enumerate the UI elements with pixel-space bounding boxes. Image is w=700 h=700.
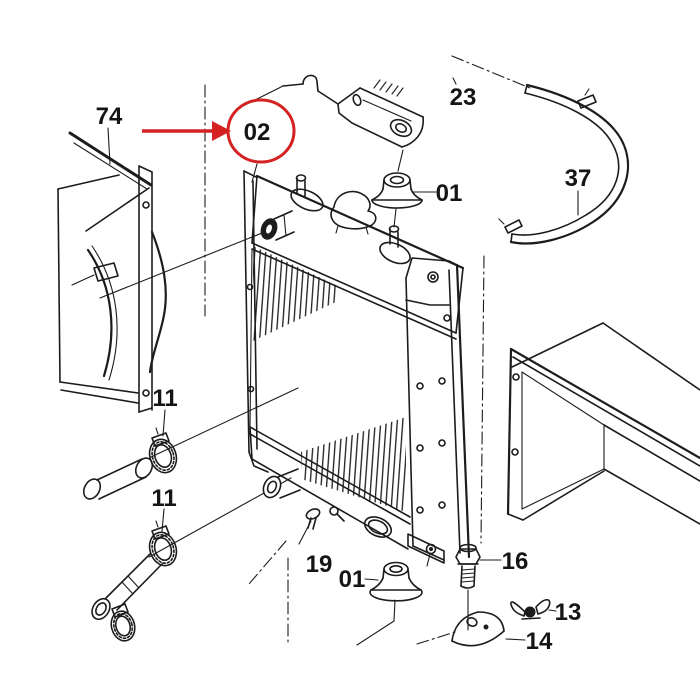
part-label-14: 14 [526, 628, 553, 655]
part-label-37: 37 [565, 165, 592, 192]
part-labels: 74 02 23 01 37 11 11 19 01 16 13 14 [96, 84, 592, 655]
outlet-pipe [262, 468, 301, 499]
part-label-74: 74 [96, 103, 123, 130]
part-label-13: 13 [555, 599, 582, 626]
drain-cock [305, 506, 345, 530]
overflow-hose-part-37 [498, 83, 629, 245]
part-label-23: 23 [450, 84, 477, 111]
part-label-01-top: 01 [436, 180, 463, 207]
cut-edge-hatching [373, 79, 404, 97]
part-label-11-upper: 11 [152, 385, 177, 412]
highlight-arrow-head [212, 121, 231, 141]
highlight-ellipse [226, 98, 296, 164]
thread-hatching [460, 568, 476, 583]
core-fins [253, 246, 338, 341]
part-label-01-bottom: 01 [339, 566, 366, 593]
upper-bracket-part-23 [242, 74, 424, 172]
side-panel [506, 322, 700, 525]
mount-boss [290, 188, 324, 212]
fan-shroud-part-74 [57, 131, 167, 413]
mount-grommet-part-01-top [371, 172, 423, 228]
part-label-19: 19 [306, 551, 333, 578]
hose-clamp [148, 427, 178, 474]
hoses-and-clamps-part-11 [82, 427, 178, 642]
tank-oval-hole [363, 516, 393, 538]
shroud-clip-tab [93, 262, 119, 282]
shroud-bolt-hole [142, 389, 150, 397]
hose-clamp [110, 603, 136, 642]
part-label-02: 02 [244, 119, 271, 146]
side-frame-channel [405, 257, 471, 561]
bolt-part-16 [455, 543, 481, 631]
shroud-bolt-hole [142, 201, 150, 209]
highlight-callout [142, 98, 296, 164]
part-label-11-lower: 11 [151, 485, 176, 512]
filler-cap [330, 190, 377, 230]
hose-clamp [148, 520, 178, 567]
mount-grommet-part-01-bottom [369, 561, 423, 602]
bracket-part-14 [451, 611, 505, 647]
leader-lines [107, 77, 579, 641]
inlet-pipe [260, 210, 295, 241]
hose-clip [504, 219, 523, 234]
wing-nut-part-13 [510, 598, 551, 620]
part-label-16: 16 [502, 548, 529, 575]
radiator-part-02 [243, 170, 471, 564]
core-fins [301, 417, 406, 512]
hose-clip [577, 94, 597, 109]
